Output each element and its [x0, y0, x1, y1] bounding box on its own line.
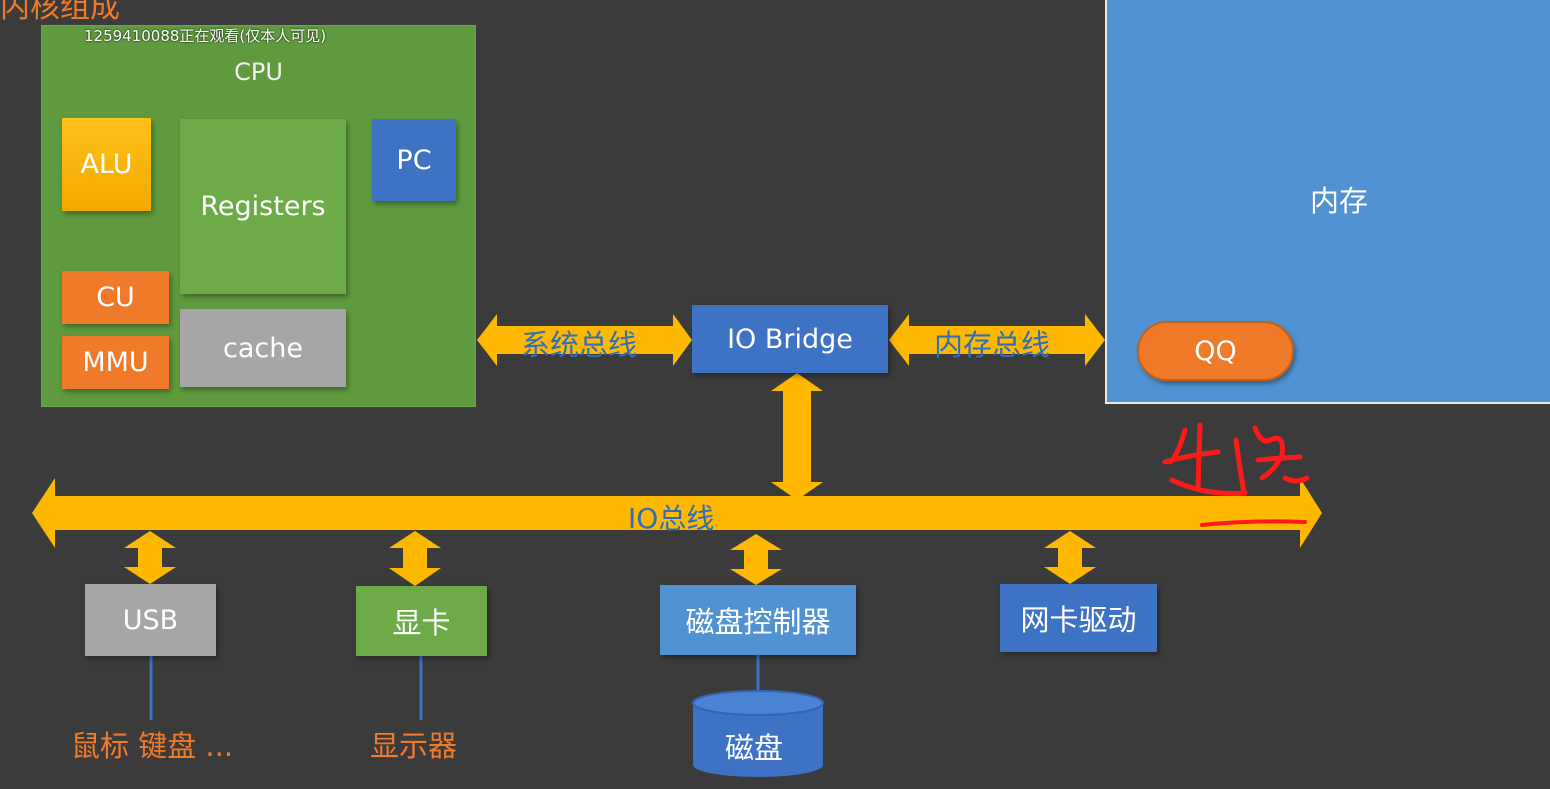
- registers-block: Registers: [180, 119, 346, 294]
- mmu-block: MMU: [62, 336, 169, 389]
- disk-controller-arrow: [730, 534, 782, 585]
- disk-controller-block: 磁盘控制器: [660, 585, 856, 655]
- usb-block: USB: [85, 584, 216, 656]
- memory-label: 内存: [1310, 184, 1369, 218]
- usb-peripherals-label: 鼠标 键盘 ...: [71, 729, 234, 763]
- viewer-watermark: 1259410088正在观看(仅本人可见): [84, 27, 327, 45]
- pc-block: PC: [372, 119, 456, 201]
- qq-process: QQ: [1137, 321, 1294, 381]
- slide-title-fragment: 内核组成: [0, 0, 120, 25]
- cache-block: cache: [180, 309, 346, 387]
- nic-block: 网卡驱动: [1000, 584, 1157, 652]
- gpu-block: 显卡: [356, 586, 487, 656]
- gpu-arrow: [389, 531, 441, 586]
- usb-arrow: [124, 531, 176, 584]
- cu-block: CU: [62, 271, 169, 324]
- red-annotation: [1162, 422, 1310, 527]
- monitor-label: 显示器: [370, 729, 458, 763]
- system-bus-label: 系统总线: [521, 328, 638, 362]
- bridge-io-arrow: [771, 373, 823, 500]
- alu-block: ALU: [62, 118, 151, 211]
- memory-bus-label: 内存总线: [934, 328, 1051, 362]
- system-bus-arrow: [477, 314, 692, 366]
- disk-cylinder: [692, 690, 824, 777]
- nic-arrow: [1044, 531, 1096, 584]
- cpu-title: CPU: [234, 58, 283, 86]
- memory-bus-arrow: [889, 314, 1105, 366]
- io-bridge-block: IO Bridge: [692, 305, 888, 373]
- disk-label: 磁盘: [725, 731, 784, 765]
- io-bus-arrow: [32, 478, 1322, 548]
- io-bus-label: IO总线: [628, 502, 715, 535]
